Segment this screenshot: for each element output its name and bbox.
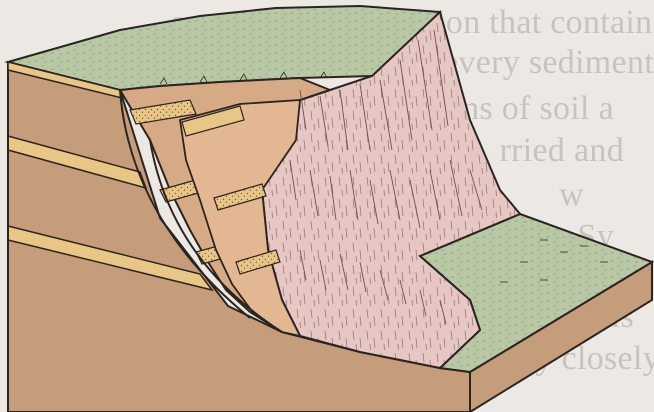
figure-stage: swospheric dimension that contains every…: [0, 0, 654, 412]
slump-block-diagram: [0, 0, 654, 412]
